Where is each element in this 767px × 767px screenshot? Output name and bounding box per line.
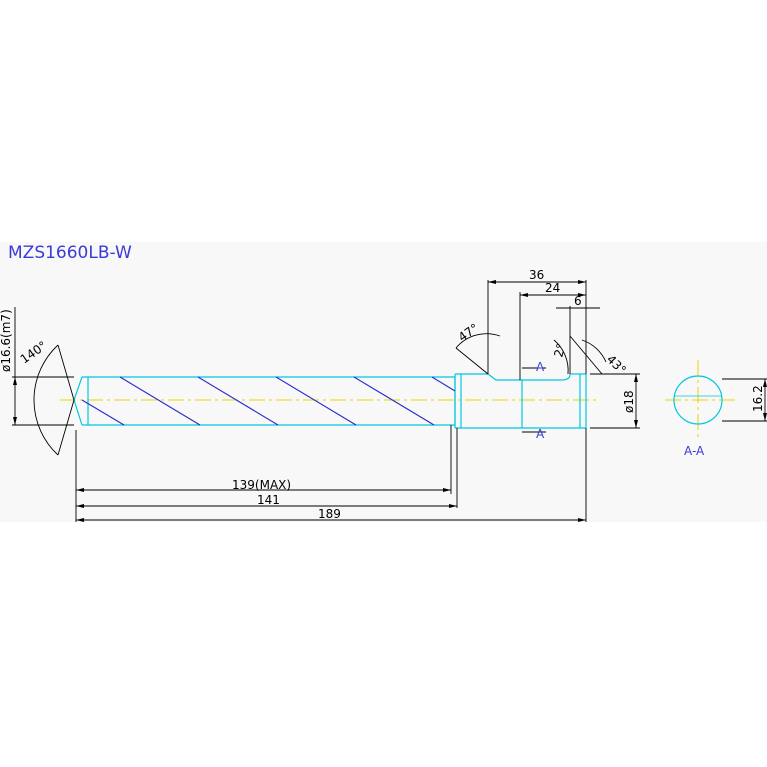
dim-139-max: 139(MAX): [232, 478, 291, 492]
part-number: MZS1660LB-W: [8, 243, 132, 263]
dim-24: 24: [545, 281, 560, 295]
dimension-lines: [12, 280, 767, 522]
dim-141: 141: [257, 493, 280, 507]
section-marker-bottom: A: [536, 427, 545, 441]
drill-outline: [73, 373, 723, 429]
arrowheads: [13, 280, 767, 522]
angle-flat-taper: 2°: [551, 342, 568, 359]
dim-shank-diameter: ø18: [622, 390, 636, 413]
section-marker-top: A: [536, 360, 545, 374]
dim-189: 189: [318, 507, 341, 521]
flute-lines: [81, 376, 456, 426]
centerline: [60, 360, 735, 440]
dim-6: 6: [574, 294, 582, 308]
drawing-sheet: [0, 242, 767, 522]
dim-flat: 16.2: [751, 385, 765, 412]
dim-36: 36: [529, 268, 544, 282]
dim-tip-diameter: ø16.6(m7): [0, 309, 13, 372]
section-label: A-A: [684, 444, 705, 458]
